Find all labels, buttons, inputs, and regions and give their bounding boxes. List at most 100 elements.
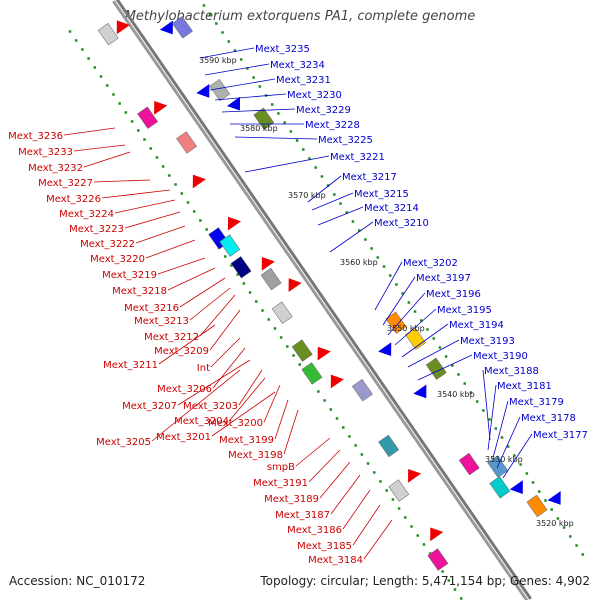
- forward-gene-label[interactable]: Mext_3202: [403, 258, 458, 269]
- tick-mark: [500, 436, 504, 439]
- gene-feature[interactable]: [137, 106, 159, 129]
- gene-feature[interactable]: [427, 548, 449, 571]
- forward-gene-label[interactable]: Mext_3177: [533, 430, 588, 441]
- gene-feature[interactable]: [301, 362, 323, 385]
- gene-feature[interactable]: [171, 16, 193, 39]
- gene-feature[interactable]: [222, 212, 242, 231]
- tick-mark: [112, 93, 115, 96]
- reverse-gene-label[interactable]: Mext_3204: [174, 416, 229, 427]
- gene-feature[interactable]: [413, 384, 433, 402]
- gene-feature[interactable]: [378, 434, 400, 458]
- reverse-gene-label[interactable]: Mext_3205: [96, 437, 151, 448]
- reverse-gene-label[interactable]: Mext_3233: [18, 147, 73, 158]
- forward-gene-label[interactable]: Mext_3217: [342, 172, 397, 183]
- reverse-gene-label[interactable]: Mext_3187: [275, 510, 330, 521]
- gene-feature[interactable]: [97, 23, 119, 46]
- gene-feature[interactable]: [509, 480, 530, 498]
- reverse-gene-label[interactable]: Mext_3203: [183, 401, 238, 412]
- gene-feature[interactable]: [324, 370, 344, 389]
- reverse-gene-label[interactable]: Mext_3209: [154, 346, 209, 357]
- reverse-gene-label[interactable]: Mext_3232: [28, 163, 83, 174]
- gene-feature[interactable]: [489, 476, 511, 499]
- gene-feature[interactable]: [291, 339, 313, 362]
- gene-feature[interactable]: [260, 267, 282, 291]
- reverse-gene-label[interactable]: Mext_3185: [297, 541, 352, 552]
- reverse-gene-label[interactable]: Mext_3213: [134, 316, 189, 327]
- forward-gene-label[interactable]: Mext_3215: [354, 189, 409, 200]
- reverse-gene-label[interactable]: Mext_3207: [122, 401, 177, 412]
- forward-gene-label[interactable]: Mext_3235: [255, 44, 310, 55]
- gene-feature[interactable]: [159, 20, 180, 39]
- reverse-gene-label[interactable]: Mext_3219: [102, 270, 157, 281]
- gene-feature[interactable]: [351, 379, 373, 402]
- gene-feature[interactable]: [219, 234, 241, 257]
- reverse-gene-label[interactable]: Mext_3226: [46, 194, 101, 205]
- reverse-gene-label[interactable]: Mext_3218: [112, 286, 167, 297]
- gene-feature[interactable]: [209, 78, 231, 102]
- gene-feature[interactable]: [402, 464, 422, 483]
- reverse-gene-label[interactable]: Mext_3227: [38, 178, 93, 189]
- forward-gene-label[interactable]: Mext_3188: [484, 366, 539, 377]
- gene-feature[interactable]: [255, 252, 275, 271]
- reverse-gene-label[interactable]: Mext_3200: [208, 418, 263, 429]
- reverse-gene-label[interactable]: Mext_3198: [228, 450, 283, 461]
- gene-feature[interactable]: [547, 491, 568, 509]
- forward-gene-label[interactable]: Mext_3231: [276, 75, 331, 86]
- reverse-gene-label[interactable]: Mext_3223: [69, 224, 124, 235]
- forward-gene-label[interactable]: Mext_3214: [364, 203, 419, 214]
- gene-feature[interactable]: [110, 16, 130, 35]
- reverse-gene-label[interactable]: Mext_3206: [157, 384, 212, 395]
- forward-gene-label[interactable]: Mext_3210: [374, 218, 429, 229]
- reverse-gene-label[interactable]: Mext_3189: [264, 494, 319, 505]
- gene-feature[interactable]: [425, 357, 447, 380]
- forward-gene-label[interactable]: Mext_3178: [521, 413, 576, 424]
- forward-gene-label[interactable]: Mext_3225: [318, 135, 373, 146]
- reverse-gene-label[interactable]: Mext_3220: [90, 254, 145, 265]
- forward-gene-label[interactable]: Mext_3228: [305, 120, 360, 131]
- gene-features[interactable]: [97, 16, 568, 571]
- forward-gene-label[interactable]: Mext_3194: [449, 320, 504, 331]
- gene-feature[interactable]: [526, 494, 548, 518]
- gene-feature[interactable]: [458, 452, 480, 476]
- reverse-gene-label[interactable]: Mext_3236: [8, 131, 63, 142]
- gene-feature[interactable]: [196, 83, 216, 102]
- forward-gene-label[interactable]: Mext_3230: [287, 90, 342, 101]
- reverse-gene-label[interactable]: Mext_3224: [59, 209, 114, 220]
- gene-feature[interactable]: [388, 479, 410, 502]
- reverse-gene-label[interactable]: Mext_3216: [124, 303, 179, 314]
- gene-feature[interactable]: [311, 342, 331, 361]
- reverse-gene-label[interactable]: Mext_3211: [103, 360, 158, 371]
- gene-feature[interactable]: [282, 274, 302, 293]
- gene-feature[interactable]: [148, 96, 168, 115]
- gene-labels[interactable]: Mext_3235Mext_3234Mext_3231Mext_3230Mext…: [8, 44, 588, 566]
- forward-gene-label[interactable]: Mext_3197: [416, 273, 471, 284]
- gene-feature[interactable]: [186, 170, 206, 189]
- forward-gene-label[interactable]: Mext_3234: [270, 60, 325, 71]
- gene-feature[interactable]: [226, 96, 247, 115]
- gene-feature[interactable]: [176, 131, 198, 154]
- forward-gene-label[interactable]: Mext_3179: [509, 397, 564, 408]
- forward-gene-label[interactable]: Mext_3221: [330, 152, 385, 163]
- forward-gene-label[interactable]: Mext_3196: [426, 289, 481, 300]
- reverse-gene-label[interactable]: Mext_3199: [219, 435, 274, 446]
- reverse-gene-label[interactable]: Mext_3201: [156, 432, 211, 443]
- gene-feature[interactable]: [230, 256, 252, 279]
- gene-feature[interactable]: [378, 342, 398, 360]
- forward-gene-label[interactable]: Mext_3190: [473, 351, 528, 362]
- forward-gene-label[interactable]: Mext_3181: [497, 381, 552, 392]
- reverse-gene-label[interactable]: smpB: [267, 462, 295, 473]
- reverse-gene-label[interactable]: Mext_3184: [308, 555, 363, 566]
- reverse-gene-label[interactable]: Mext_3186: [287, 525, 342, 536]
- forward-gene-label[interactable]: Mext_3193: [460, 336, 515, 347]
- reverse-gene-label[interactable]: Int: [197, 363, 210, 374]
- gene-feature[interactable]: [271, 301, 293, 324]
- gene-feature[interactable]: [424, 523, 444, 542]
- forward-gene-label[interactable]: Mext_3229: [296, 105, 351, 116]
- reverse-gene-label[interactable]: Mext_3212: [144, 332, 199, 343]
- reverse-gene-label[interactable]: Mext_3222: [80, 239, 135, 250]
- tick-mark: [376, 256, 380, 259]
- forward-gene-label[interactable]: Mext_3195: [437, 305, 492, 316]
- reverse-gene-label[interactable]: Mext_3191: [253, 478, 308, 489]
- gene-feature[interactable]: [385, 311, 407, 334]
